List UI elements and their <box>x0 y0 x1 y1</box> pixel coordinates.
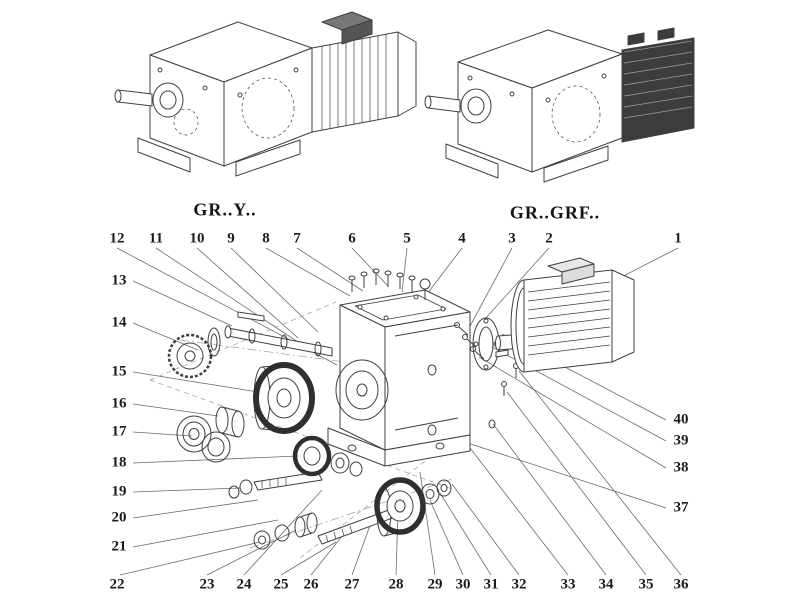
part-callout-14: 14 <box>111 314 127 331</box>
part-callout-9: 9 <box>227 230 235 247</box>
part-callout-6: 6 <box>348 230 356 247</box>
part-callout-4: 4 <box>458 230 466 247</box>
mid-gear-set <box>228 435 363 499</box>
variant-label-gr-grf: GR..GRF.. <box>509 202 601 223</box>
part-callout-1: 1 <box>674 230 682 247</box>
part-callout-30: 30 <box>455 576 471 593</box>
part-callout-7: 7 <box>293 230 301 247</box>
part-callout-18: 18 <box>111 454 127 471</box>
output-shaft-assembly <box>253 477 452 550</box>
seal-and-toothed-ring <box>167 327 221 379</box>
part-callout-22: 22 <box>109 576 125 593</box>
part-callout-31: 31 <box>483 576 499 593</box>
part-callout-36: 36 <box>673 576 689 593</box>
part-callout-3: 3 <box>508 230 516 247</box>
part-callout-13: 13 <box>111 272 127 289</box>
part-callout-38: 38 <box>673 459 689 476</box>
variant-label-gr-y: GR..Y.. <box>193 199 257 220</box>
part-callout-28: 28 <box>388 576 404 593</box>
part-callout-5: 5 <box>403 230 411 247</box>
motor <box>495 257 635 373</box>
part-callout-33: 33 <box>560 576 576 593</box>
part-callout-24: 24 <box>236 576 252 593</box>
part-callout-25: 25 <box>273 576 289 593</box>
part-callout-23: 23 <box>199 576 215 593</box>
part-callout-35: 35 <box>638 576 654 593</box>
part-callout-16: 16 <box>111 395 127 412</box>
input-shaft-assembly <box>224 311 333 357</box>
part-callout-8: 8 <box>262 230 270 247</box>
assembled-view-gr-y <box>114 11 417 177</box>
spacer-cylinder <box>215 406 245 438</box>
exploded-view <box>149 257 635 559</box>
part-callout-21: 21 <box>111 538 127 555</box>
part-callout-2: 2 <box>545 230 553 247</box>
part-callout-27: 27 <box>344 576 360 593</box>
part-callout-26: 26 <box>303 576 319 593</box>
gearbox-housing <box>327 289 471 467</box>
part-callout-34: 34 <box>598 576 614 593</box>
part-callout-15: 15 <box>111 363 127 380</box>
part-callout-17: 17 <box>111 423 127 440</box>
part-callout-19: 19 <box>111 483 127 500</box>
bearings <box>176 415 231 463</box>
part-callout-20: 20 <box>111 509 127 526</box>
part-callout-10: 10 <box>189 230 205 247</box>
part-callout-40: 40 <box>673 411 689 428</box>
part-callout-39: 39 <box>673 432 689 449</box>
large-gear <box>253 362 315 434</box>
construction-lines <box>149 301 469 559</box>
part-callout-29: 29 <box>427 576 443 593</box>
assembled-view-gr-grf <box>424 27 695 183</box>
top-screws <box>348 268 431 300</box>
part-callout-32: 32 <box>511 576 527 593</box>
part-callout-12: 12 <box>109 230 125 247</box>
part-callout-37: 37 <box>673 499 689 516</box>
part-callout-11: 11 <box>148 230 164 247</box>
